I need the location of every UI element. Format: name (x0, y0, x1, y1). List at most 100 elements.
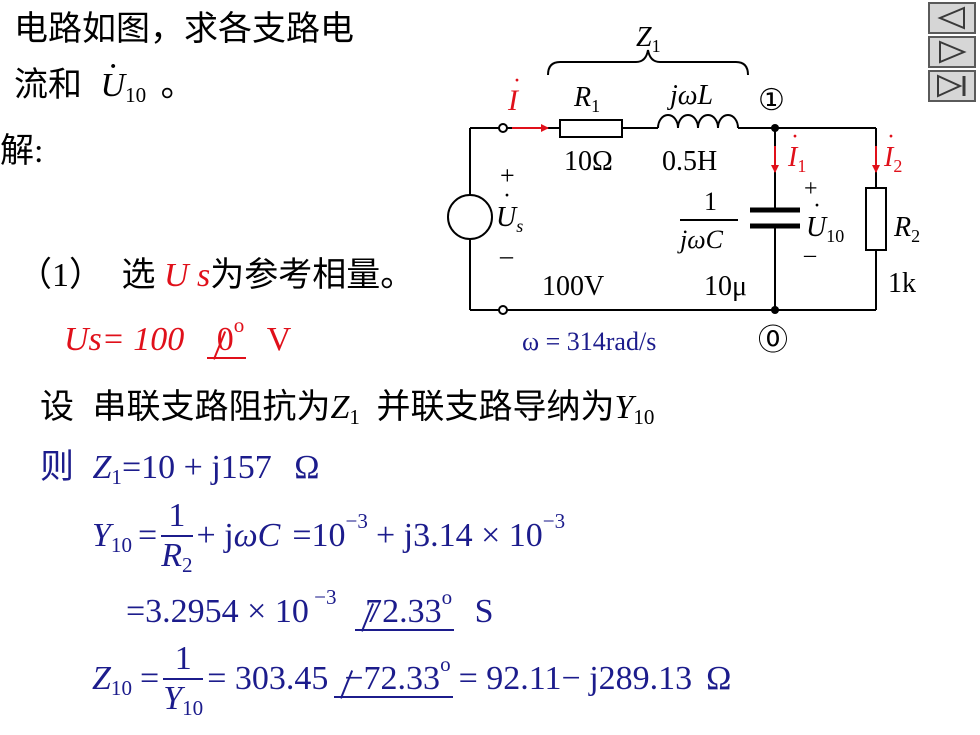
y10-polar-deg: o (441, 585, 453, 610)
y10-den-sub: 2 (181, 552, 193, 577)
y10-rhs-text: =10 (292, 517, 346, 554)
u10-plus: + (804, 176, 818, 202)
l-value: 0.5H (662, 146, 717, 177)
solution-label: 解: (0, 133, 44, 170)
node-1-dot (771, 124, 779, 132)
y10-lhs-letter: Y (92, 517, 111, 554)
y10-fraction: 1 R2 (161, 497, 193, 575)
let-line: 设 串联支路阻抗为Z1 并联支路导纳为Y10 (40, 388, 654, 428)
u10-symbol: ·U10 (100, 48, 147, 107)
r2-value: 1k (888, 268, 916, 299)
us-label: Us (496, 202, 523, 236)
let-y-sub: 10 (633, 404, 655, 429)
z10-lhs: Z10 (92, 659, 132, 699)
problem-line-1: 电路如图，求各支路电 (14, 11, 354, 48)
z1-brace (547, 49, 749, 76)
r2-label: R2 (893, 212, 920, 246)
let-y-letter: Y (614, 389, 634, 426)
let-text-2: 并联支路导纳为 (376, 389, 615, 426)
then-z-sub: 1 (111, 464, 122, 489)
problem-line-2-end: 。 (160, 67, 195, 104)
then-prefix: 则 (40, 449, 74, 486)
voltage-source (447, 194, 493, 240)
problem-line-2-text: 流和 (14, 67, 82, 104)
let-y10: Y10 (614, 389, 655, 429)
us-eq-unit: V (266, 321, 292, 358)
step-1-text-pre: 选 (121, 257, 156, 294)
r2-resistor (865, 187, 887, 251)
z10-frac-den: Y10 (163, 680, 203, 718)
y10-polar-angle-value: 72.33 (365, 593, 442, 630)
u10-minus: – (803, 242, 817, 268)
then-z-letter: Z (92, 449, 112, 486)
u10-label: U10 (806, 212, 844, 246)
triangle-right-bar-icon (937, 74, 966, 98)
triangle-left-icon (937, 6, 965, 30)
us-minus: – (499, 241, 514, 270)
z1-label: Z1 (636, 22, 661, 56)
then-z1: Z1 (92, 449, 122, 489)
y10-polar-exp: −3 (308, 585, 337, 610)
i1-label: I1 (787, 142, 806, 176)
y10-rhs-text-2: + j3.14 × 10 (375, 517, 543, 554)
us-dot: · (503, 183, 511, 209)
z10-fraction: 1 Y10 (163, 640, 204, 718)
y10-polar-unit: S (474, 593, 494, 630)
node-0-dot (771, 306, 779, 314)
r1-label: R1 (573, 82, 600, 116)
z10-frac-num: 1 (163, 640, 204, 680)
y10-term1-text: + j (196, 517, 234, 554)
then-unit: Ω (294, 449, 320, 486)
y10-eq: = (138, 517, 158, 554)
terminal-top (498, 123, 508, 133)
problem-line-2: 流和 ·U10 。 (14, 48, 195, 107)
y10-polar-value: =3.2954 × 10 (126, 593, 309, 630)
capacitor-den: jωC (677, 225, 724, 254)
z10-eq: = (140, 660, 160, 697)
next-slide-button[interactable] (928, 36, 976, 68)
z10-deg: o (440, 652, 451, 677)
us-eq-angle: 0o (206, 315, 247, 360)
y10-lhs: Y10 (92, 516, 132, 556)
z10-den-sub: 10 (182, 695, 204, 720)
last-slide-button[interactable] (928, 70, 976, 102)
z10-rect: = 92.11− j289.13 (458, 660, 693, 697)
y10-polar-angle: 72.33o (355, 587, 455, 632)
node-0-label: ⓪ (758, 324, 788, 357)
z10-lhs-letter: Z (92, 660, 111, 697)
inductor-coil (657, 114, 739, 129)
triangle-right-icon (939, 40, 967, 64)
u10-dot: · (813, 193, 821, 219)
prev-slide-button[interactable] (928, 2, 976, 34)
y10-frac-num: 1 (161, 497, 193, 537)
omega-label: ω = 314rad/s (522, 327, 656, 356)
y10-term1-omega-c: ωC (233, 517, 281, 554)
i2-label: I2 (883, 142, 902, 176)
current-i-dot: · (513, 68, 521, 94)
then-line: 则 Z1=10 + j157 Ω (40, 448, 320, 488)
current-i-label: I (507, 84, 520, 117)
capacitor-value: 10μ (704, 271, 747, 302)
y10-polar: =3.2954 × 10 −3 72.33o S (126, 587, 494, 632)
u10-subscript: 10 (125, 82, 147, 107)
us-plus: + (500, 161, 515, 190)
l-label: jωL (667, 80, 713, 111)
let-text-1: 串联支路阻抗为 (92, 389, 331, 426)
us-eq-deg: o (233, 313, 245, 338)
r1-resistor (559, 119, 623, 138)
y10-rhs-exp2: −3 (542, 509, 566, 534)
us-value: 100V (542, 271, 604, 302)
z10-mag: = 303.45 (207, 660, 329, 697)
z10-lhs-sub: 10 (110, 675, 132, 700)
y10-rhs-exp1: −3 (345, 509, 368, 534)
y10-den-letter: R (161, 537, 182, 574)
z10-angle-value: −72.33 (344, 660, 441, 697)
y10-rhs: =10−3+ j3.14 × 10−3 (292, 511, 565, 556)
step-1-label: （1） (18, 257, 103, 294)
i1-dot: · (791, 124, 799, 150)
y10-frac-den: R2 (161, 537, 192, 575)
us-eq-lhs: Us (64, 321, 102, 358)
step-1: （1） 选 U s为参考相量。 (18, 256, 414, 296)
us-eq-angle-value: 0 (216, 321, 234, 358)
